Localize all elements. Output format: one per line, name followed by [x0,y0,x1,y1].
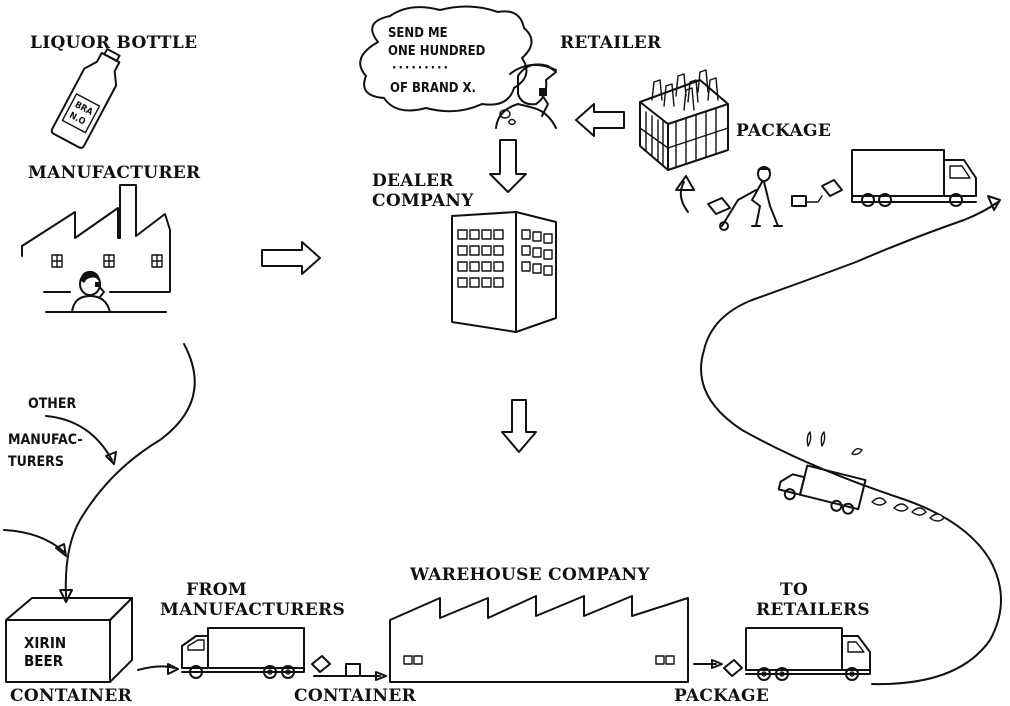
flow-line-manufacturer-to-container [66,344,195,596]
dealer-label-line1: DEALER [372,171,454,191]
manufacturer-label: MANUFACTURER [28,163,201,183]
liquor-bottle-icon: BRA N.O [51,44,130,149]
speech-line2: ONE HUNDRED [388,44,486,59]
xirin-beer-container-icon: XIRIN BEER [6,598,132,682]
speech-line3: ········· [392,61,450,76]
other-label-line1: OTHER [28,396,76,412]
truck-top-right-icon [792,150,976,206]
speech-bubble: SEND ME ONE HUNDRED ········· OF BRAND X… [360,6,531,124]
to-label-line2: RETAILERS [756,600,870,620]
other-label-line2: MANUFAC- [8,432,83,448]
arrow-other-manufacturers-b [4,530,64,552]
liquor-bottle-label: LIQUOR BOTTLE [30,33,197,53]
speech-line4: OF BRAND X. [390,81,476,96]
crate-label-line1: XIRIN [24,634,66,652]
warehouse-label: WAREHOUSE COMPANY [409,565,650,585]
to-label-line1: TO [780,580,808,600]
dealer-label-line2: COMPANY [372,191,474,211]
package-label-bottom: PACKAGE [674,686,769,706]
container-label-left: CONTAINER [10,686,133,706]
truck-from-manufacturers-icon [182,628,330,678]
arrow-retailer-to-dealer [490,140,526,192]
truck-on-road-icon [777,460,866,516]
delivery-man-hand-truck-icon [708,166,782,230]
truck-to-retailers-icon [724,628,870,680]
from-label-line1: FROM [186,580,247,600]
bottle-crate-icon [640,70,728,170]
package-top-label: PACKAGE [736,121,831,141]
warehouse-building-icon [390,596,688,682]
from-label-line2: MANUFACTURERS [160,600,345,620]
arrow-manufacturer-to-dealer [262,242,320,274]
speech-line1: SEND ME [388,26,448,41]
arrow-dealer-to-warehouse [502,400,536,452]
crate-label-line2: BEER [24,652,64,670]
retailer-label: RETAILER [560,33,662,53]
arrow-cart-to-crate [681,182,688,212]
small-container-box-icon [346,664,360,676]
other-label-line3: TURERS [8,454,64,470]
office-building-icon [452,212,556,332]
manufacturer-person-phone-icon [72,271,110,312]
arrow-package-to-retailer [576,104,624,136]
container-label-mid: CONTAINER [294,686,417,706]
